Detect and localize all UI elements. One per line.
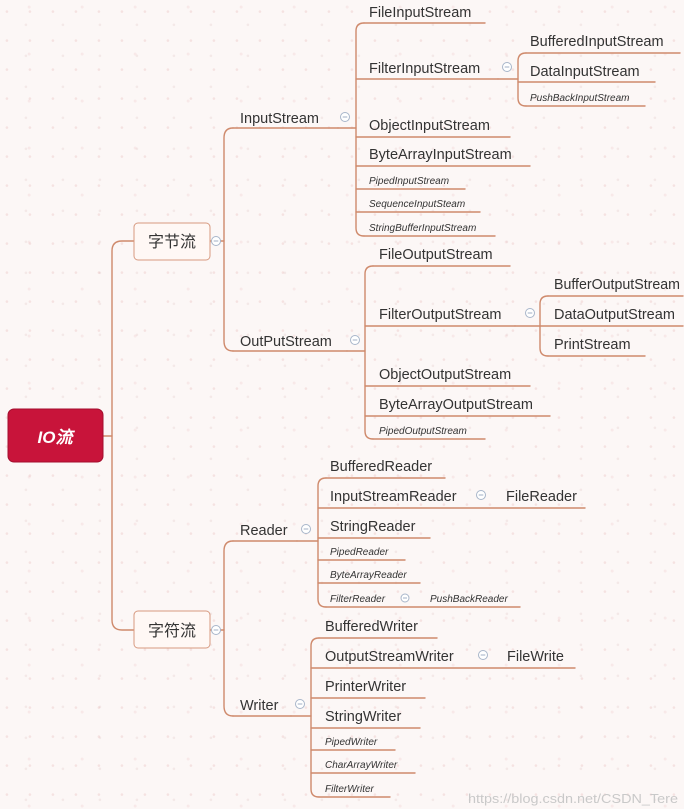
collapse-toggle-filteroutputstream[interactable] <box>525 308 535 318</box>
level1-trunk <box>111 240 135 631</box>
topic-byte-stream: 字节流 <box>133 222 211 261</box>
topic-chararraywriter: CharArrayWriter <box>325 760 398 771</box>
topic-fileoutputstream: FileOutputStream <box>379 247 493 263</box>
topic-sequenceinputsteam: SequenceInputSteam <box>369 199 465 210</box>
topic-datainputstream: DataInputStream <box>530 64 640 80</box>
topic-pipedwriter: PipedWriter <box>325 737 378 748</box>
reader-trunk <box>317 477 327 608</box>
byte-stream-label: 字节流 <box>148 232 196 251</box>
topic-bufferedwriter: BufferedWriter <box>325 619 418 635</box>
topic-inputstream: InputStream <box>240 111 319 127</box>
topic-pipedinputstream: PipedInputStream <box>369 176 449 187</box>
watermark: https://blog.csdn.net/CSDN_Tere <box>468 792 678 806</box>
writer-trunk <box>310 637 320 798</box>
collapse-toggle-inputstreamreader[interactable] <box>476 490 486 500</box>
topic-bufferedinputstream: BufferedInputStream <box>530 34 664 50</box>
topic-filterwriter: FilterWriter <box>325 784 375 795</box>
collapse-toggle-writer[interactable] <box>295 699 305 709</box>
char-stream-trunk <box>223 540 234 717</box>
topic-outputstreamwriter: OutputStreamWriter <box>325 649 454 665</box>
topic-char-stream: 字符流 <box>133 610 211 649</box>
root-topic-label: IO流 <box>38 428 76 447</box>
topic-bufferedreader: BufferedReader <box>330 459 432 475</box>
char-stream-label: 字符流 <box>148 621 196 640</box>
topic-filterreader: FilterReader <box>330 594 386 605</box>
connectors <box>102 22 684 798</box>
topic-bytearrayoutputstream: ByteArrayOutputStream <box>379 397 533 413</box>
inputstream-trunk <box>355 22 365 237</box>
collapse-toggle-outputstream[interactable] <box>350 335 360 345</box>
collapse-toggle-outputstreamwriter[interactable] <box>478 650 488 660</box>
filterinput-trunk <box>517 52 527 107</box>
topic-dataoutputstream: DataOutputStream <box>554 307 675 323</box>
topic-printerwriter: PrinterWriter <box>325 679 406 695</box>
collapse-toggle-reader[interactable] <box>301 524 311 534</box>
byte-stream-box <box>133 222 211 261</box>
topic-outputstream: OutPutStream <box>240 334 332 350</box>
topic-inputstreamreader: InputStreamReader <box>330 489 457 505</box>
topic-objectinputstream: ObjectInputStream <box>369 118 490 134</box>
collapse-toggle-filterreader[interactable] <box>400 593 410 603</box>
topic-writer: Writer <box>240 698 279 714</box>
topic-pushbackreader: PushBackReader <box>430 594 508 605</box>
topic-printstream: PrintStream <box>554 337 631 353</box>
char-stream-box <box>133 610 211 649</box>
collapse-toggle-char-stream[interactable] <box>211 625 221 635</box>
topic-stringbufferinputstream: StringBufferInputStream <box>369 223 476 234</box>
topic-bytearrayinputstream: ByteArrayInputStream <box>369 147 512 163</box>
topic-stringwriter: StringWriter <box>325 709 401 725</box>
topic-bytearrayreader: ByteArrayReader <box>330 570 407 581</box>
collapse-toggle-filterinputstream[interactable] <box>502 62 512 72</box>
topic-objectoutputstream: ObjectOutputStream <box>379 367 511 383</box>
topic-pipedreader: PipedReader <box>330 547 389 558</box>
byte-stream-trunk <box>223 127 234 352</box>
topic-pipedoutputstream: PipedOutputStream <box>379 426 467 437</box>
topic-stringreader: StringReader <box>330 519 416 535</box>
topic-filereader: FileReader <box>506 489 577 505</box>
root-topic-box <box>7 408 104 463</box>
outputstream-trunk <box>364 265 374 440</box>
root-topic: IO流 <box>7 408 104 463</box>
collapse-toggle-byte-stream[interactable] <box>211 236 221 246</box>
collapse-toggle-inputstream[interactable] <box>340 112 350 122</box>
topic-fileinputstream: FileInputStream <box>369 5 471 21</box>
topic-filewrite: FileWrite <box>507 649 564 665</box>
topic-pushbackinputstream: PushBackInputStream <box>530 93 630 104</box>
topic-filterinputstream: FilterInputStream <box>369 61 480 77</box>
topic-bufferoutputstream: BufferOutputStream <box>554 277 680 293</box>
topic-filteroutputstream: FilterOutputStream <box>379 307 502 323</box>
topic-reader: Reader <box>240 523 288 539</box>
